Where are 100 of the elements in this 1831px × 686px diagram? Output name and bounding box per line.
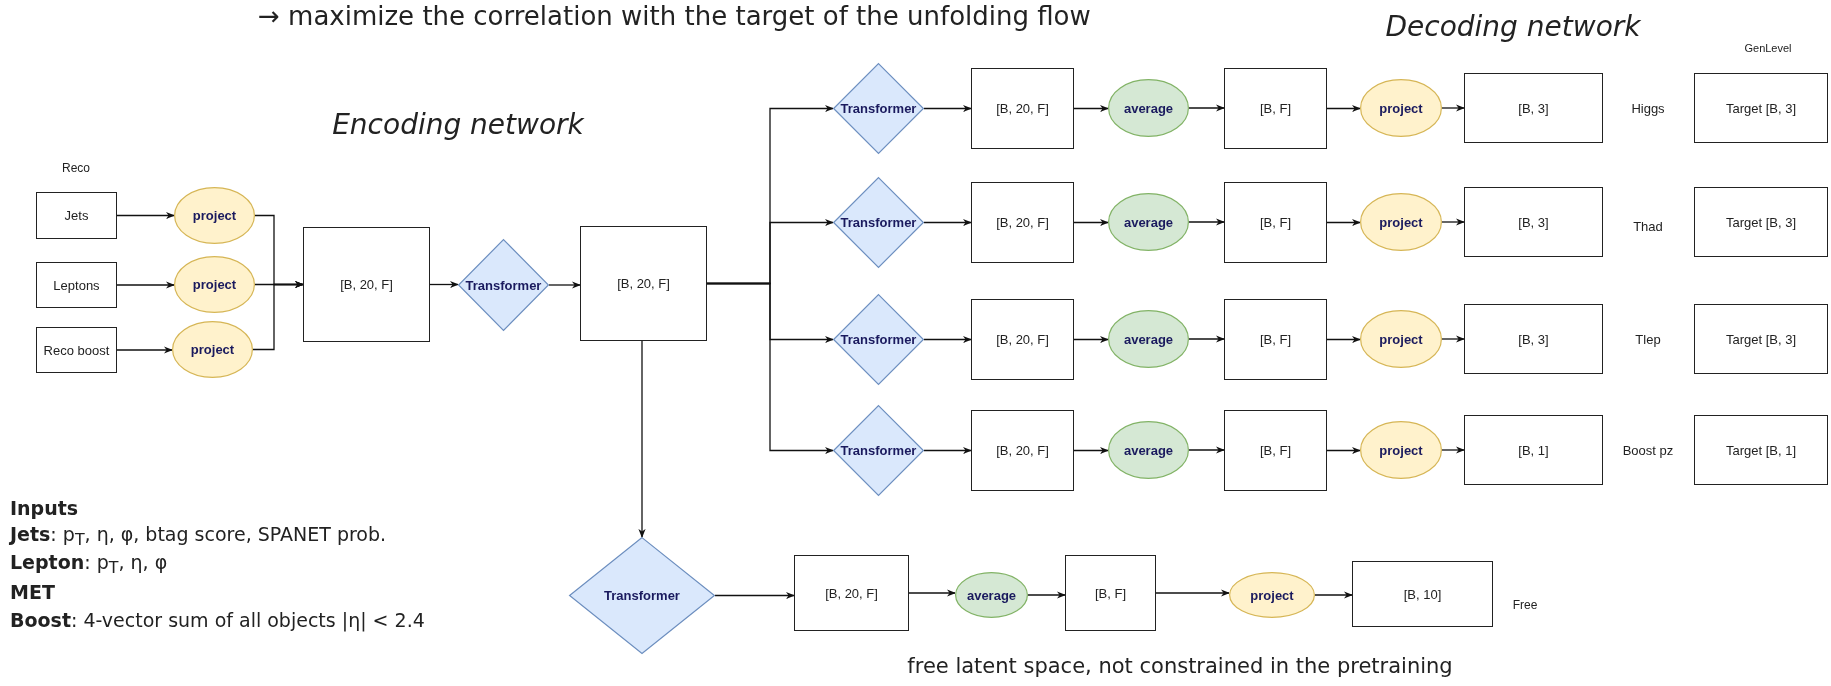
box-label: [B, F] [1094, 585, 1127, 601]
node-label: project [192, 277, 237, 292]
operation-ellipse [1360, 79, 1442, 137]
tensor-box [580, 226, 707, 341]
operation-ellipse [1108, 310, 1189, 368]
arrow [706, 282, 834, 455]
arrow [1326, 104, 1361, 113]
node-label: Transformer [840, 215, 917, 230]
tensor-box [1694, 187, 1828, 257]
tensor-box [1694, 415, 1828, 485]
operation-ellipse [1360, 193, 1442, 251]
box-label: Leptons [53, 277, 100, 293]
box-label: [B, 3] [1518, 214, 1549, 230]
box-label: [B, F] [1259, 101, 1292, 116]
transformer-diamond [569, 537, 715, 654]
box-label: [B, 1] [1518, 442, 1549, 458]
tensor-box [971, 410, 1074, 491]
arrow [1073, 446, 1109, 455]
tensor-box [1464, 415, 1603, 485]
section-title: Encoding network [332, 107, 584, 141]
note-text: Inputs [10, 497, 79, 519]
node-label: project [1379, 331, 1423, 347]
arrow [923, 446, 972, 455]
box-label: [B, 20, F] [825, 585, 878, 601]
arrow [1027, 591, 1066, 599]
transformer-diamond [833, 177, 924, 268]
arrow [116, 211, 175, 220]
node-label: project [1250, 587, 1294, 603]
operation-ellipse [1108, 79, 1189, 137]
operation-ellipse [1229, 572, 1315, 618]
tensor-box [1464, 73, 1603, 143]
box-label: [B, 10] [1403, 586, 1442, 602]
arrow [1314, 591, 1353, 599]
tensor-box [36, 327, 117, 373]
arrow [923, 218, 972, 227]
column-label: GenLevel [1744, 42, 1792, 54]
box-label: [B, F] [1259, 332, 1292, 347]
operation-ellipse [1360, 421, 1442, 479]
operation-ellipse [955, 572, 1028, 618]
tensor-box [1224, 182, 1327, 263]
box-label: [B, 20, F] [996, 215, 1049, 230]
transformer-diamond [833, 63, 924, 154]
transformer-diamond [458, 239, 549, 331]
box-label: [B, 3] [1518, 100, 1549, 116]
arrow [923, 335, 972, 344]
tensor-box [1065, 555, 1156, 631]
node-label: Transformer [840, 332, 917, 347]
arrow [1155, 589, 1230, 597]
heading-text: → maximize the correlation with the target of the unfolding flow [258, 1, 1091, 31]
tensor-box [1464, 304, 1603, 374]
operation-ellipse [174, 187, 255, 244]
arrow [1326, 218, 1361, 227]
arrow [1326, 335, 1361, 344]
arrow [1073, 104, 1109, 113]
node-label: project [190, 342, 235, 357]
box-label: [B, 20, F] [340, 277, 393, 292]
note-text: Lepton: p$_{T}$, η, φ [10, 550, 168, 578]
arrow [116, 346, 173, 354]
operation-ellipse [174, 256, 255, 313]
transformer-diamond [833, 405, 924, 496]
tensor-box [303, 227, 430, 342]
tensor-box [1694, 304, 1828, 374]
node-label: Transformer [465, 277, 542, 293]
node-label: Transformer [840, 101, 917, 116]
tensor-box [1464, 187, 1603, 257]
node-label: average [1123, 331, 1174, 347]
output-label: Higgs [1631, 100, 1665, 116]
tensor-box [1224, 68, 1327, 149]
tensor-box [36, 192, 117, 239]
box-label: Jets [64, 208, 89, 223]
tensor-box [971, 299, 1074, 380]
output-label: Thad [1633, 218, 1663, 234]
box-label: Target [B, 3] [1725, 100, 1797, 116]
note-text: Boost: 4-vector sum of all objects |η| < 2.4 [10, 609, 425, 631]
tensor-box [1224, 299, 1327, 380]
box-label: [B, 20, F] [996, 443, 1049, 458]
tensor-box [794, 555, 909, 631]
tensor-box [971, 182, 1074, 263]
box-label: [B, F] [1259, 215, 1292, 230]
arrow [1441, 218, 1465, 226]
arrow [638, 340, 646, 538]
arrow [252, 280, 304, 351]
tensor-box [971, 68, 1074, 149]
arrow [429, 280, 459, 289]
arrow [1188, 218, 1225, 226]
note-text: MET [10, 581, 55, 603]
output-label: Free [1512, 598, 1538, 612]
box-label: [B, 20, F] [996, 332, 1049, 347]
arrow [1073, 218, 1109, 227]
node-label: project [192, 208, 237, 223]
operation-ellipse [1108, 421, 1189, 479]
box-label: [B, 20, F] [617, 276, 670, 291]
box-label: Target [B, 3] [1725, 331, 1797, 347]
box-label: Target [B, 1] [1725, 442, 1797, 458]
tensor-box [1224, 410, 1327, 491]
box-label: Reco boost [43, 342, 110, 358]
tensor-box [1352, 561, 1493, 627]
node-label: Transformer [840, 443, 917, 458]
arrow [1326, 446, 1361, 455]
arrow [1441, 335, 1465, 343]
